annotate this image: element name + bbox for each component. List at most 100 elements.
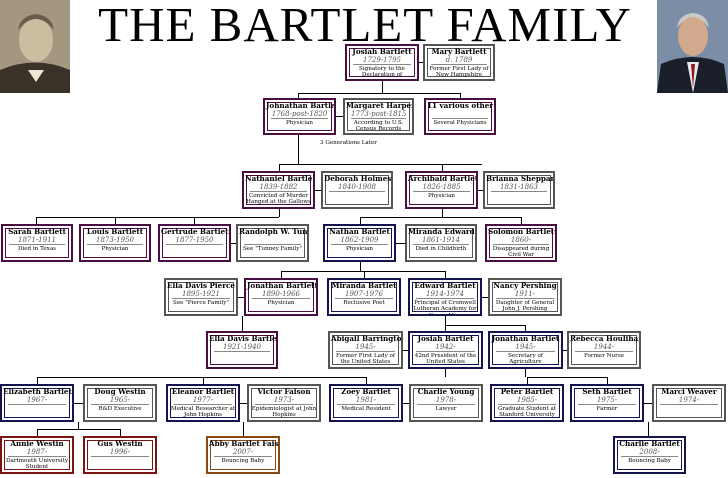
connector-line — [315, 190, 321, 191]
person-name: 11 various other children — [427, 101, 494, 110]
connector-line — [298, 135, 299, 140]
person-name: Josiah Bartlett — [352, 47, 412, 56]
connector-line — [120, 429, 121, 436]
person-box-abby[interactable]: Abby Bartlet Faison2007-Bouncing Baby — [206, 436, 280, 474]
connector-line — [364, 271, 365, 278]
person-dates: 1996- — [91, 448, 149, 457]
person-description: Convicted of Murder Hanged at the Gallow… — [246, 193, 311, 206]
person-name: Charlie Bartlet — [619, 439, 680, 448]
person-name: Rebecca Houlihan — [570, 334, 641, 343]
person-name: Doug Westin — [94, 387, 146, 396]
person-description: Died in Childbirth — [415, 246, 467, 252]
person-dates: 1974- — [660, 396, 718, 405]
person-description: Reclusive Poet — [343, 300, 385, 306]
connector-line — [644, 403, 652, 404]
connector-line — [74, 403, 83, 404]
person-name: Jonathan Bartlett — [247, 281, 318, 290]
person-description: Physician — [101, 246, 129, 252]
connector-line — [36, 217, 279, 218]
person-name: Archibald Bartlett — [408, 174, 478, 183]
person-description: Graduate Student at Stanford University — [497, 406, 557, 419]
person-dates: 1862-1909 — [331, 236, 388, 245]
person-name: Nathaniel Bartlett — [245, 174, 315, 183]
person-description: See "Tunney Family" — [242, 246, 303, 252]
person-dates: 1840-1908 — [329, 183, 385, 192]
person-dates: 1860- — [493, 236, 549, 245]
person-box-eleven[interactable]: 11 various other children Several Physic… — [424, 98, 496, 135]
connector-line — [240, 403, 247, 404]
person-dates: d. 1789 — [431, 56, 487, 65]
connector-line — [231, 243, 236, 244]
connector-line — [527, 377, 528, 384]
person-name: Abby Bartlet Faison — [209, 439, 279, 448]
person-name: Nancy Pershing — [493, 281, 557, 290]
person-dates: 1914-1974 — [416, 290, 474, 299]
person-name: Peter Bartlet — [500, 387, 554, 396]
person-name: Edward Bartlet — [414, 281, 476, 290]
person-description: Lawyer — [435, 406, 457, 412]
person-dates — [244, 236, 301, 245]
person-dates: 1773-post-1815 — [351, 110, 407, 119]
person-description: Former Nurse — [583, 353, 625, 359]
generations-note: 3 Generations Later — [320, 140, 377, 146]
person-dates: 1985- — [498, 396, 556, 405]
person-box-randolph[interactable]: Randolph W. Tunney See "Tunney Family" — [236, 224, 309, 262]
person-description: Disappeared during Civil War — [492, 246, 550, 259]
connector-line — [242, 316, 243, 331]
person-description: Physician — [267, 300, 295, 306]
person-name: Louis Bartlett — [86, 227, 144, 236]
connector-line — [336, 116, 344, 117]
connector-line — [360, 217, 521, 218]
connector-line — [563, 350, 567, 351]
person-description: Physician — [285, 120, 314, 126]
person-description: Dartmouth University Student — [6, 458, 68, 471]
connector-line — [281, 271, 445, 272]
connector-line — [460, 93, 461, 98]
connector-line — [238, 297, 244, 298]
connector-line — [37, 377, 38, 384]
connector-line — [194, 217, 195, 224]
connector-line — [607, 377, 608, 384]
person-description: Bouncing Baby — [628, 458, 671, 464]
connector-line — [527, 377, 607, 378]
person-dates: 1944- — [575, 343, 633, 352]
connector-line — [478, 190, 483, 191]
